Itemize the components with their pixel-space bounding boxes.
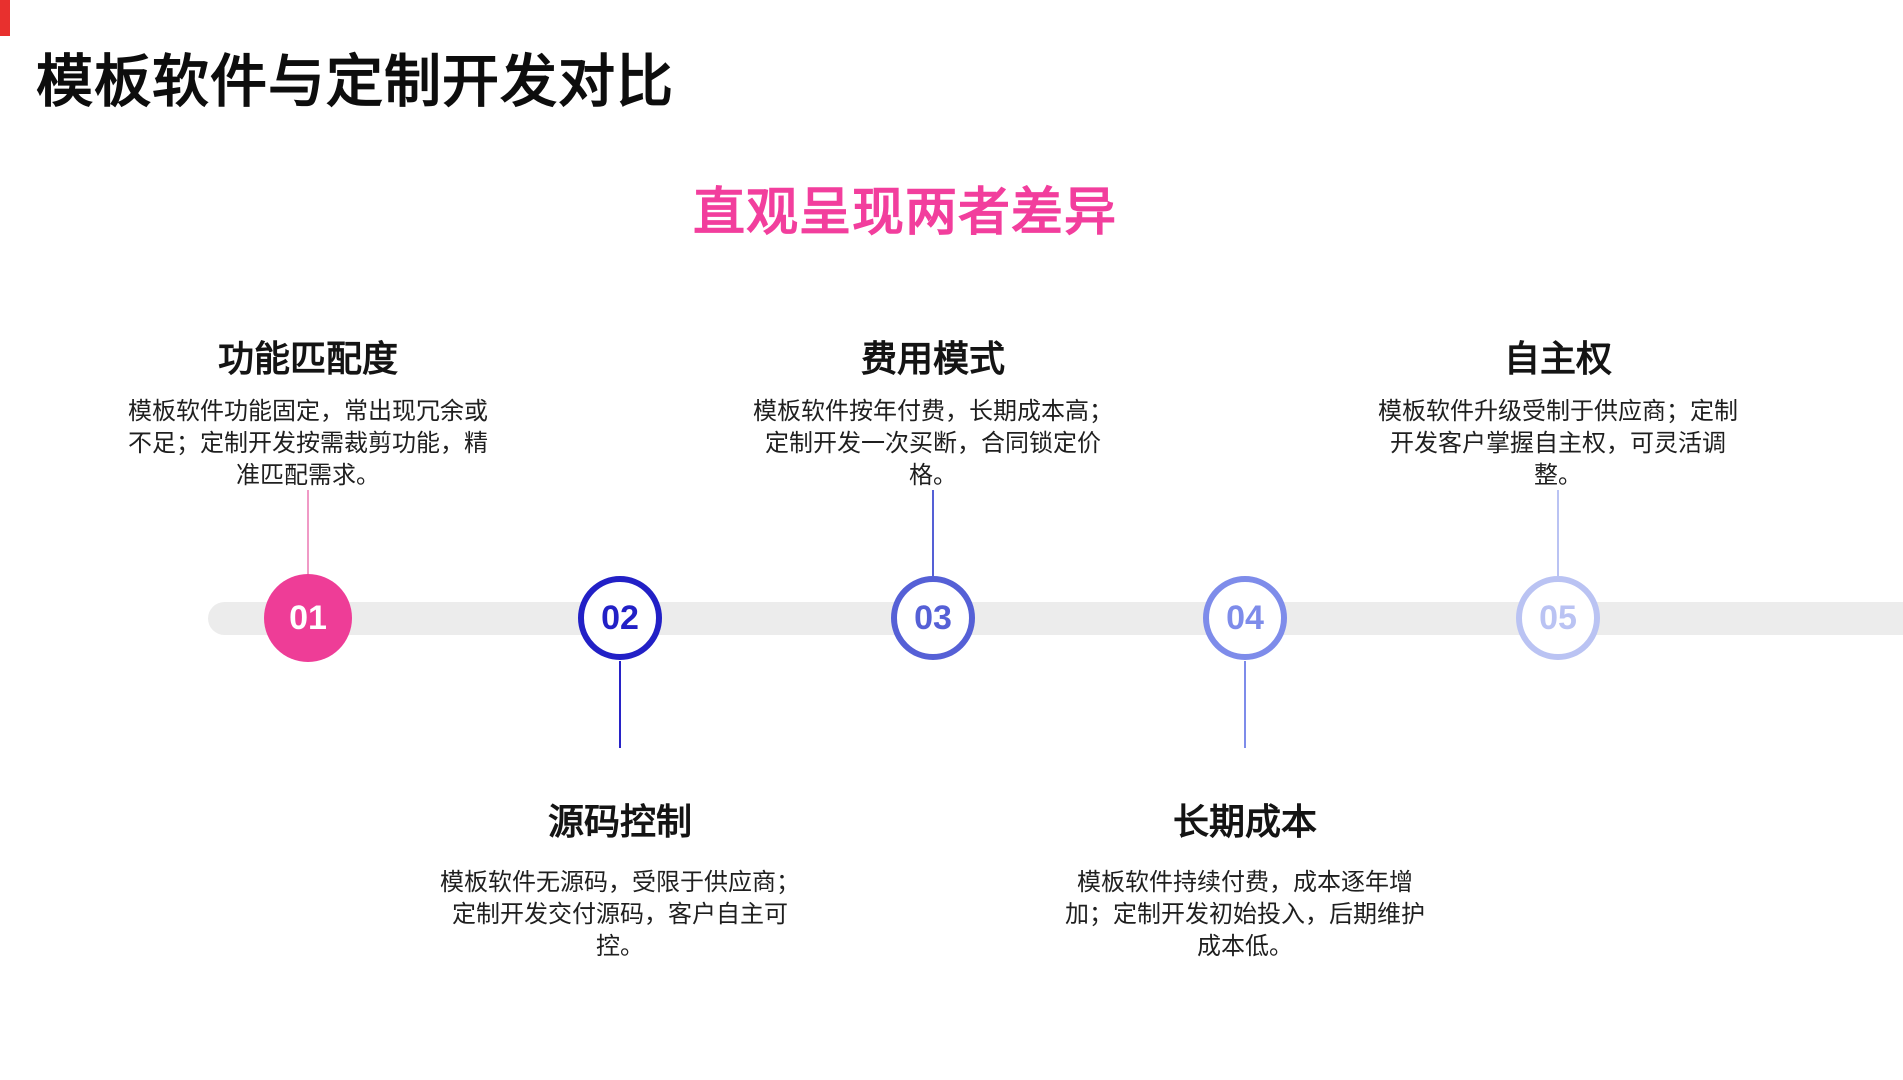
page-subtitle: 直观呈现两者差异: [692, 184, 1117, 242]
item-2-title: 源码控制: [547, 801, 692, 842]
item-5-connector-line: [1557, 490, 1559, 576]
item-3-step-number: 03: [914, 598, 952, 637]
item-4-description: 模板软件持续付费，成本逐年增加；定制开发初始投入，后期维护成本低。: [1065, 869, 1425, 960]
timeline-item-5-text: 自主权 模板软件升级受制于供应商；定制开发客户掌握自主权，可灵活调整。: [1377, 330, 1739, 492]
item-3-connector-line: [932, 490, 934, 576]
item-4-connector-line: [1244, 661, 1246, 748]
subtitle-container: 直观呈现两者差异: [0, 170, 1810, 245]
item-1-title: 功能匹配度: [217, 338, 398, 379]
red-accent-strip: [0, 0, 10, 36]
item-5-title: 自主权: [1503, 338, 1612, 379]
item-5-step-circle: 05: [1516, 576, 1600, 660]
item-1-description: 模板软件功能固定，常出现冗余或不足；定制开发按需裁剪功能，精准匹配需求。: [128, 398, 488, 489]
item-4-step-number: 04: [1226, 598, 1264, 637]
item-3-title: 费用模式: [860, 338, 1005, 379]
item-1-step-number: 01: [289, 598, 327, 637]
timeline-item-1-text: 功能匹配度 模板软件功能固定，常出现冗余或不足；定制开发按需裁剪功能，精准匹配需…: [127, 330, 489, 492]
item-3-description: 模板软件按年付费，长期成本高；定制开发一次买断，合同锁定价格。: [753, 398, 1113, 489]
item-1-step-circle: 01: [264, 574, 352, 662]
timeline-item-2-text: 源码控制 模板软件无源码，受限于供应商；定制开发交付源码，客户自主可控。: [439, 793, 801, 963]
item-1-connector-line: [307, 490, 309, 576]
item-5-description: 模板软件升级受制于供应商；定制开发客户掌握自主权，可灵活调整。: [1378, 398, 1738, 489]
item-2-connector-line: [619, 661, 621, 748]
item-2-description: 模板软件无源码，受限于供应商；定制开发交付源码，客户自主可控。: [440, 869, 800, 960]
timeline-bar: [208, 602, 1903, 635]
timeline-item-4-text: 长期成本 模板软件持续付费，成本逐年增加；定制开发初始投入，后期维护成本低。: [1064, 793, 1426, 963]
item-4-title: 长期成本: [1172, 801, 1317, 842]
item-4-step-circle: 04: [1203, 576, 1287, 660]
item-2-step-number: 02: [601, 598, 639, 637]
item-3-step-circle: 03: [891, 576, 975, 660]
page-title: 模板软件与定制开发对比: [36, 50, 674, 114]
timeline-item-3-text: 费用模式 模板软件按年付费，长期成本高；定制开发一次买断，合同锁定价格。: [752, 330, 1114, 492]
item-5-step-number: 05: [1539, 598, 1577, 637]
item-2-step-circle: 02: [578, 576, 662, 660]
